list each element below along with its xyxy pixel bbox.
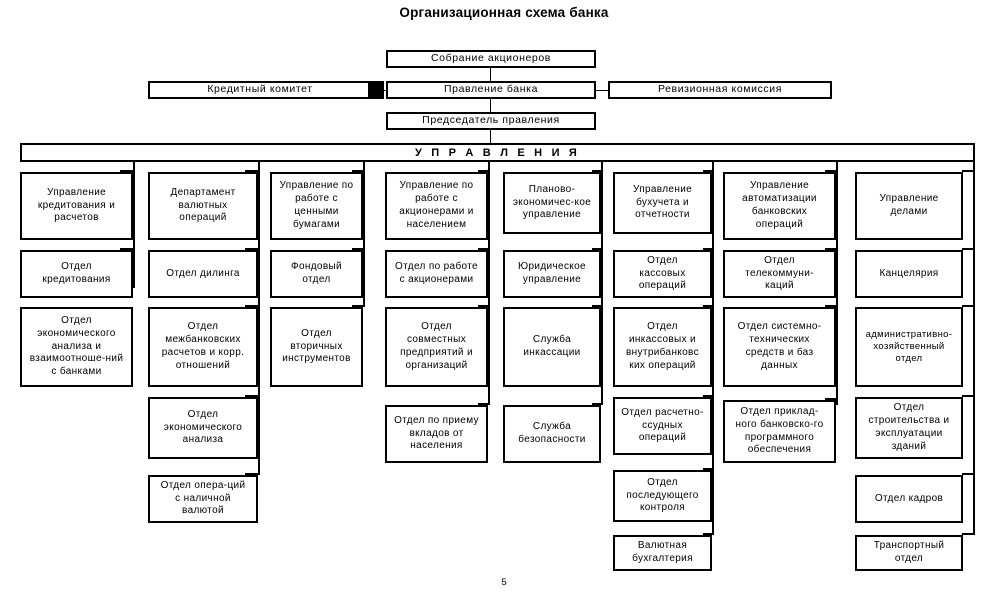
col6-stub-head [703,170,714,172]
col3-spine [363,162,365,307]
col1-item-1: Отдел экономического анализа и взаимоотн… [20,307,133,387]
node-assembly: Собрание акционеров [386,50,596,68]
col1-head: Управление кредитования и расчетов [20,172,133,240]
col5-stub-1 [592,248,603,250]
col2-spine [258,162,260,475]
col4-head: Управление по работе с акционерами и нас… [385,172,488,240]
col3-item-0: Фондовый отдел [270,250,363,298]
col5-head: Планово- экономичес-кое управление [503,172,601,234]
col6-stub-4 [703,468,714,470]
page-number: 5 [501,577,507,588]
col4-stub-2 [478,305,490,307]
col2-head: Департамент валютных операций [148,172,258,240]
col2-stub-4 [245,473,260,475]
col8-stub-5 [962,533,975,535]
col8-item-0: Канцелярия [855,250,963,298]
col1-spine [133,162,135,288]
col4-stub-head [478,170,490,172]
col5-stub-2 [592,305,603,307]
col4-item-1: Отдел совместных предприятий и организац… [385,307,488,387]
col8-stub-1 [962,248,975,250]
col3-stub-2 [352,305,365,307]
col6-stub-1 [703,248,714,250]
col5-stub-3 [592,403,603,405]
col3-item-1: Отдел вторичных инструментов [270,307,363,387]
col7-stub-head [825,170,838,172]
col6-item-1: Отдел инкассовых и внутрибанковс ких опе… [613,307,712,387]
col8-item-1: административно- хозяйственный отдел [855,307,963,387]
departments-bar: У П Р А В Л Е Н И Я [20,143,975,162]
col2-stub-3 [245,395,260,397]
col2-item-2: Отдел экономического анализа [148,397,258,459]
col3-stub-1 [352,248,365,250]
col7-item-2: Отдел приклад- ного банковско-го програм… [723,400,836,463]
node-chairman: Председатель правления [386,112,596,130]
col4-item-0: Отдел по работе с акционерами [385,250,488,298]
col2-item-1: Отдел межбанковских расчетов и корр. отн… [148,307,258,387]
col5-item-0: Юридическое управление [503,250,601,298]
node-audit-commission: Ревизионная комиссия [608,81,832,99]
node-board: Правление банка [386,81,596,99]
col6-item-0: Отдел кассовых операций [613,250,712,298]
col6-item-4: Валютная бухгалтерия [613,535,712,571]
col8-stub-2 [962,305,975,307]
col7-spine [836,162,838,405]
col8-spine [973,162,975,535]
col5-item-1: Служба инкассации [503,307,601,387]
col4-spine [488,162,490,405]
col4-item-2: Отдел по приему вкладов от населения [385,405,488,463]
col1-stub-head [120,170,135,172]
col4-stub-3 [478,403,490,405]
col1-stub-1 [120,248,135,250]
col2-stub-1 [245,248,260,250]
col6-item-3: Отдел последующего контроля [613,470,712,522]
col6-stub-5 [703,533,714,535]
col8-stub-3 [962,395,975,397]
col2-item-3: Отдел опера-ций с наличной валютой [148,475,258,523]
col5-spine [601,162,603,405]
col8-head: Управление делами [855,172,963,240]
col8-item-2: Отдел строительства и эксплуатации здани… [855,397,963,459]
col6-head: Управление бухучета и отчетности [613,172,712,234]
col2-stub-2 [245,305,260,307]
connector-node-marker [368,81,384,99]
page-title: Организационная схема банка [399,5,609,20]
col5-stub-head [592,170,603,172]
col7-stub-1 [825,248,838,250]
connector-assembly-board [490,67,491,82]
col3-head: Управление по работе с ценными бумагами [270,172,363,240]
col3-stub-head [352,170,365,172]
col2-stub-head [245,170,260,172]
col7-stub-3 [825,398,838,400]
col4-stub-1 [478,248,490,250]
col1-item-0: Отдел кредитования [20,250,133,298]
col8-item-4: Транспортный отдел [855,535,963,571]
col7-item-0: Отдел телекоммуни- каций [723,250,836,298]
col8-stub-4 [962,473,975,475]
col8-item-3: Отдел кадров [855,475,963,523]
col6-stub-2 [703,305,714,307]
col8-stub-head [962,170,975,172]
col7-item-1: Отдел системно- технических средств и ба… [723,307,836,387]
col2-item-0: Отдел дилинга [148,250,258,298]
connector-board-chairman [490,98,491,113]
col7-head: Управление автоматизации банковских опер… [723,172,836,240]
col7-stub-2 [825,305,838,307]
col6-stub-3 [703,395,714,397]
col5-item-2: Служба безопасности [503,405,601,463]
node-credit-committee: Кредитный комитет [148,81,372,99]
connector-chairman-departments [490,129,491,144]
col6-spine [712,162,714,535]
col6-item-2: Отдел расчетно- ссудных операций [613,397,712,455]
